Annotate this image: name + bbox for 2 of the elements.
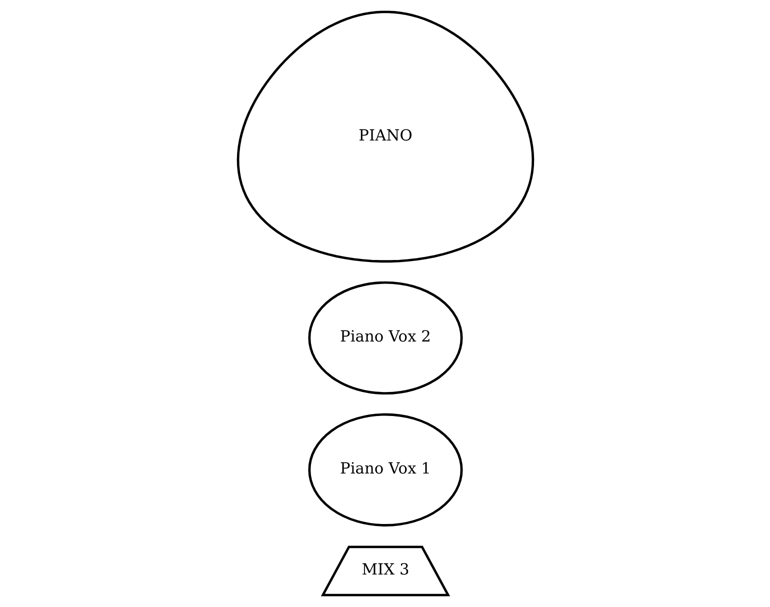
node-ellipse: Piano Vox 2 — [308, 281, 462, 395]
node-ellipse: Piano Vox 1 — [308, 413, 462, 526]
